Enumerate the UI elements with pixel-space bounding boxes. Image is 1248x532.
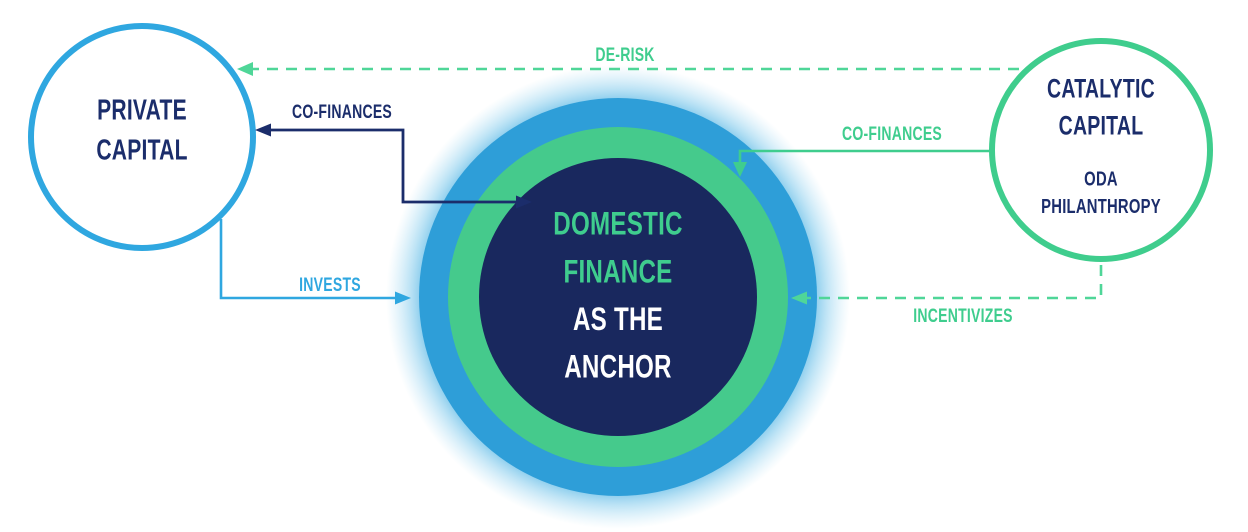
private-capital-line2: CAPITAL (96, 134, 188, 167)
domestic-finance-line4: ANCHOR (564, 348, 672, 386)
catalytic-capital-circle (989, 38, 1213, 262)
domestic-finance-circle (479, 158, 757, 436)
incentivizes-arrowhead (791, 291, 807, 305)
private-capital-circle (28, 23, 256, 251)
catalytic-capital-sublabel: ODA PHILANTHROPY (1041, 166, 1161, 221)
co-finances-private-label: CO-FINANCES (291, 100, 393, 123)
catalytic-capital-sub1: ODA (1084, 168, 1118, 191)
domestic-finance-line3: AS THE (572, 300, 664, 338)
co-finances-private-arrowhead-right (516, 195, 532, 209)
co-finances-catalytic-arrowhead (733, 162, 747, 177)
co-finances-private-arrow-line (270, 128, 517, 204)
domestic-finance-label: DOMESTIC FINANCE AS THE ANCHOR (553, 200, 682, 391)
domestic-finance-line1: DOMESTIC (553, 204, 683, 242)
incentivizes-label: INCENTIVIZES (913, 304, 1013, 327)
de-risk-arrowhead (237, 62, 253, 76)
co-finances-private-arrowhead-left (255, 123, 271, 137)
incentivizes-arrow-line (806, 265, 1103, 300)
private-capital-label: PRIVATE CAPITAL (96, 90, 187, 171)
domestic-finance-line2: FINANCE (563, 252, 673, 290)
co-finances-catalytic-arrow-line (738, 149, 990, 163)
catalytic-capital-line1: CATALYTIC (1047, 74, 1155, 104)
invests-arrowhead (395, 291, 411, 305)
catalytic-capital-label: CATALYTIC CAPITAL (1047, 71, 1155, 145)
private-capital-line1: PRIVATE (97, 93, 187, 126)
catalytic-capital-line2: CAPITAL (1058, 111, 1144, 141)
de-risk-label: DE-RISK (595, 43, 655, 66)
invests-arrow-line (219, 219, 397, 300)
catalytic-capital-sub2: PHILANTHROPY (1041, 196, 1161, 219)
invests-label: INVESTS (299, 273, 361, 296)
co-finances-catalytic-label: CO-FINANCES (841, 122, 943, 145)
